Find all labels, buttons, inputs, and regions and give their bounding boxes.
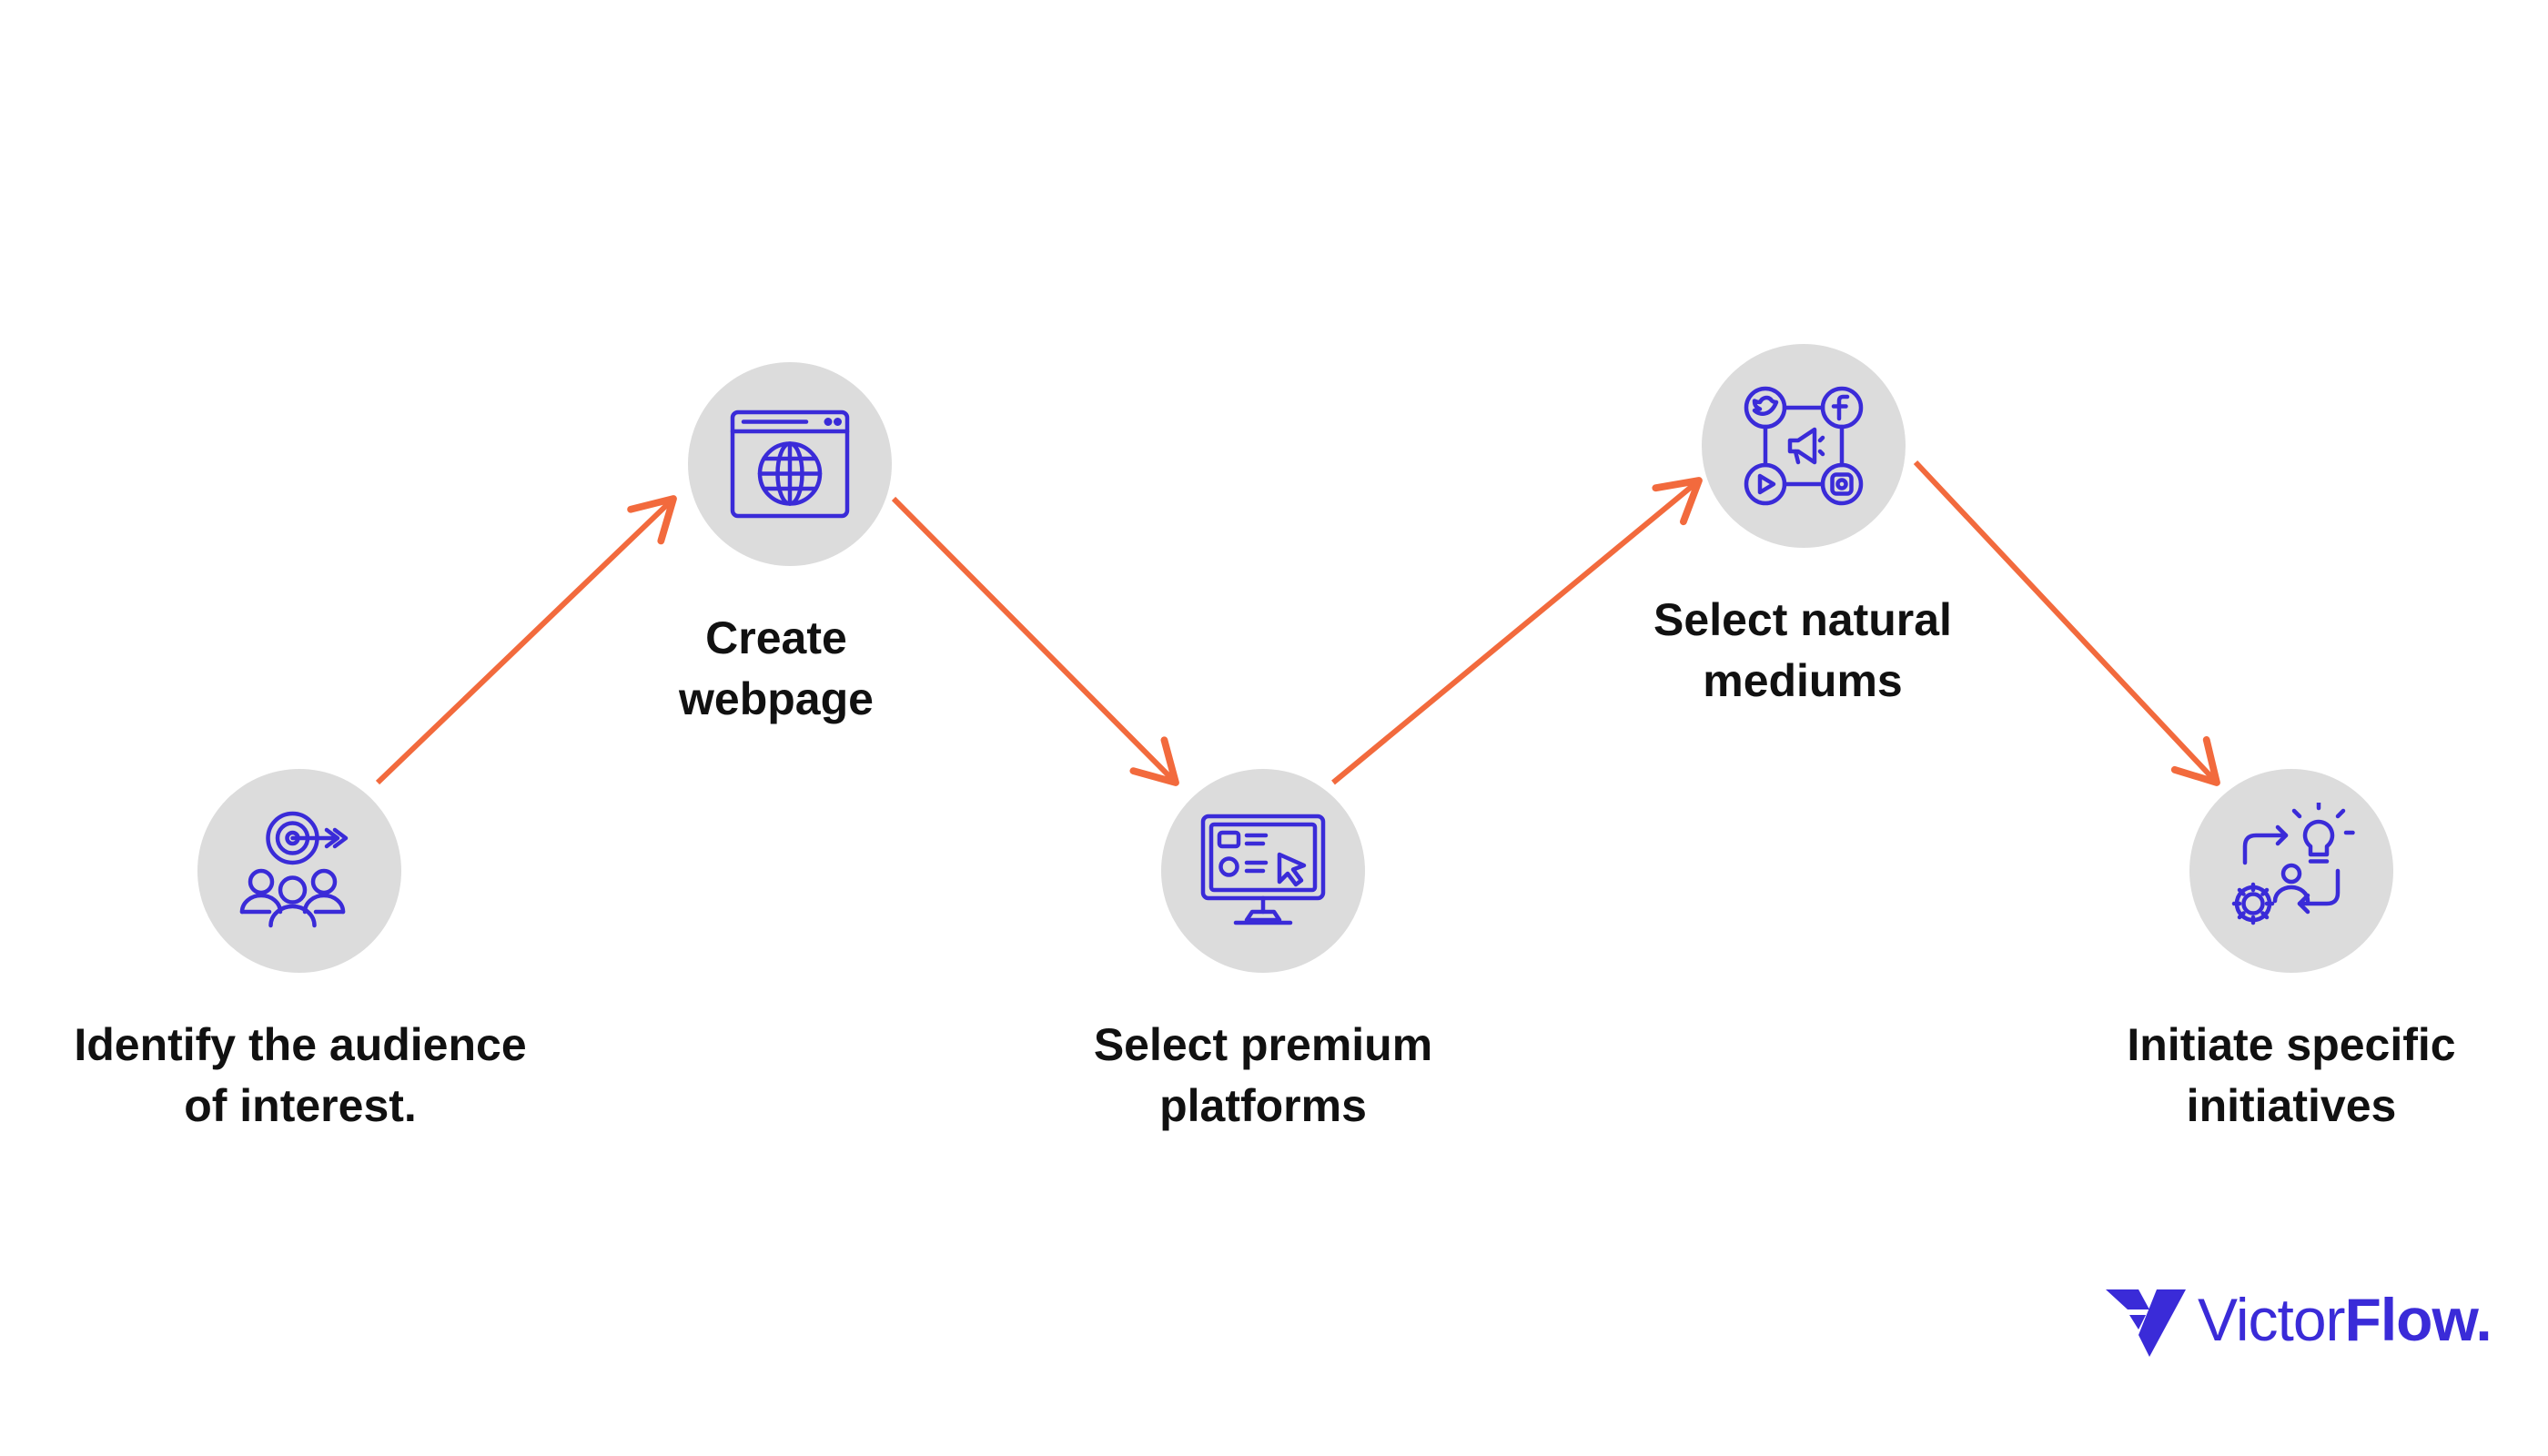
arrow-2-to-3 — [891, 496, 1179, 786]
step-3-label: Select premium platforms — [1093, 1019, 1433, 1131]
audience-target-icon — [239, 811, 349, 928]
step-2-label: Create webpage — [679, 612, 874, 724]
arrow-3-to-4 — [1331, 477, 1703, 785]
step-1-label: Identify the audience of interest. — [74, 1019, 527, 1131]
step-3-circle — [1161, 769, 1365, 973]
globe-webpage-icon — [730, 410, 850, 519]
social-media-icon — [1744, 386, 1864, 506]
arrow-4-to-5 — [1913, 460, 2220, 786]
step-4-label: Select natural mediums — [1653, 594, 1952, 706]
step-4-circle — [1702, 344, 1906, 548]
step-5-label: Initiate specific initiatives — [2127, 1019, 2456, 1131]
logo-text-regular: Victor — [2198, 1286, 2346, 1353]
step-5-circle — [2189, 769, 2393, 973]
step-1-circle — [197, 769, 401, 973]
logo-text-bold: Flow. — [2344, 1286, 2492, 1353]
ideas-process-icon — [2231, 803, 2355, 925]
victorflow-mark-icon — [2106, 1289, 2186, 1357]
arrow-1-to-2 — [375, 495, 677, 785]
step-2-circle — [688, 362, 892, 566]
monitor-dashboard-icon — [1200, 814, 1326, 925]
